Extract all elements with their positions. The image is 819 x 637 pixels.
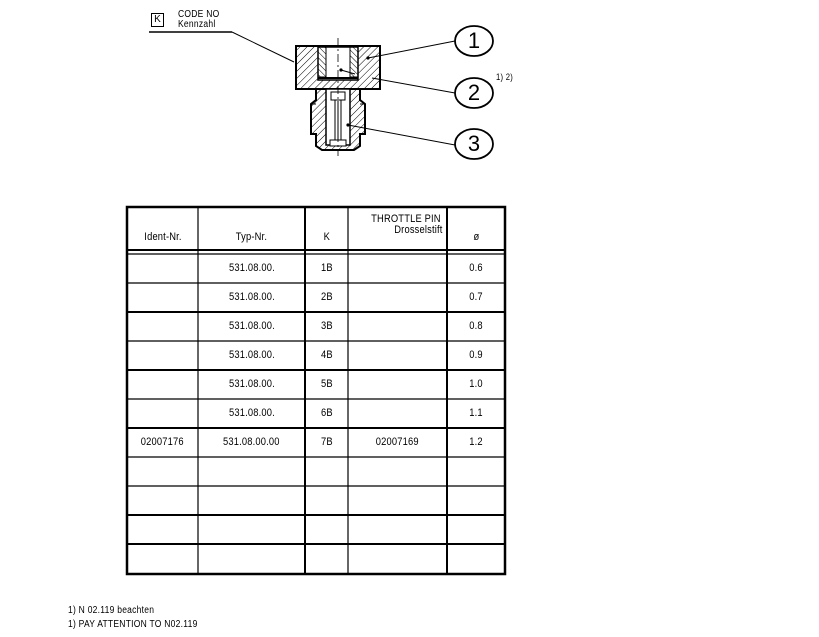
table-row-5-diameter: 1.1 bbox=[469, 407, 483, 419]
table-row-3-throttle bbox=[348, 341, 447, 370]
table-row-3-diameter: 0.9 bbox=[469, 349, 483, 361]
table-row-1-k: 2B bbox=[320, 291, 333, 303]
table-row-6-typ: 531.08.00.00 bbox=[223, 436, 280, 448]
table-row-2-diameter: 0.8 bbox=[469, 320, 483, 332]
header-ident: Ident-Nr. bbox=[143, 231, 182, 243]
table-row-4-typ: 531.08.00. bbox=[228, 378, 275, 390]
table-row-5-throttle bbox=[348, 399, 447, 428]
table-row-6-diameter: 1.2 bbox=[469, 436, 483, 448]
table-row-0-diameter: 0.6 bbox=[469, 262, 483, 274]
table-row-4-k: 5B bbox=[320, 378, 333, 390]
table-row-0-ident bbox=[127, 254, 198, 283]
callout-2: 2 bbox=[467, 80, 481, 105]
part-body bbox=[295, 38, 381, 156]
table-row-2-throttle bbox=[348, 312, 447, 341]
table-row-5-typ: 531.08.00. bbox=[228, 407, 275, 419]
table-row-1-diameter: 0.7 bbox=[469, 291, 483, 303]
table-row-4-throttle bbox=[348, 370, 447, 399]
code-box-letter: K bbox=[154, 14, 161, 25]
table-row-5-k: 6B bbox=[320, 407, 333, 419]
footnote-german: 1) N 02.119 beachten bbox=[68, 605, 155, 616]
code-box: K bbox=[151, 13, 164, 27]
table-row-4-ident bbox=[127, 370, 198, 399]
footnote-english: 1) PAY ATTENTION TO N02.119 bbox=[68, 619, 198, 630]
callout-2-note: 1) 2) bbox=[496, 72, 514, 82]
table-row-2-ident bbox=[127, 312, 198, 341]
table-row-0-typ: 531.08.00. bbox=[228, 262, 275, 274]
table-row-6-ident: 02007176 bbox=[141, 436, 184, 448]
table-row-0-k: 1B bbox=[320, 262, 333, 274]
header-diameter: ø bbox=[473, 231, 479, 243]
table-row-1-typ: 531.08.00. bbox=[228, 291, 275, 303]
callout-3: 3 bbox=[467, 131, 481, 156]
table-row-4-diameter: 1.0 bbox=[469, 378, 483, 390]
table-grid bbox=[125, 205, 507, 576]
code-label-line1: CODE NO bbox=[178, 9, 220, 20]
header-k: K bbox=[323, 231, 330, 243]
table-row-3-k: 4B bbox=[320, 349, 333, 361]
table-row-1-ident bbox=[127, 283, 198, 312]
table-row-0-throttle bbox=[348, 254, 447, 283]
table-row-2-k: 3B bbox=[320, 320, 333, 332]
table-row-6-k: 7B bbox=[320, 436, 333, 448]
header-throttle-pin: THROTTLE PIN Drosselstift bbox=[371, 213, 443, 236]
table-row-3-ident bbox=[127, 341, 198, 370]
code-label-line2: Kennzahl bbox=[178, 19, 216, 30]
table-row-2-typ: 531.08.00. bbox=[228, 320, 275, 332]
table-row-3-typ: 531.08.00. bbox=[228, 349, 275, 361]
table-row-6-throttle: 02007169 bbox=[376, 436, 419, 448]
table-row-5-ident bbox=[127, 399, 198, 428]
table-row-1-throttle bbox=[348, 283, 447, 312]
callout-1: 1 bbox=[467, 28, 481, 53]
header-typ: Typ-Nr. bbox=[235, 231, 268, 243]
